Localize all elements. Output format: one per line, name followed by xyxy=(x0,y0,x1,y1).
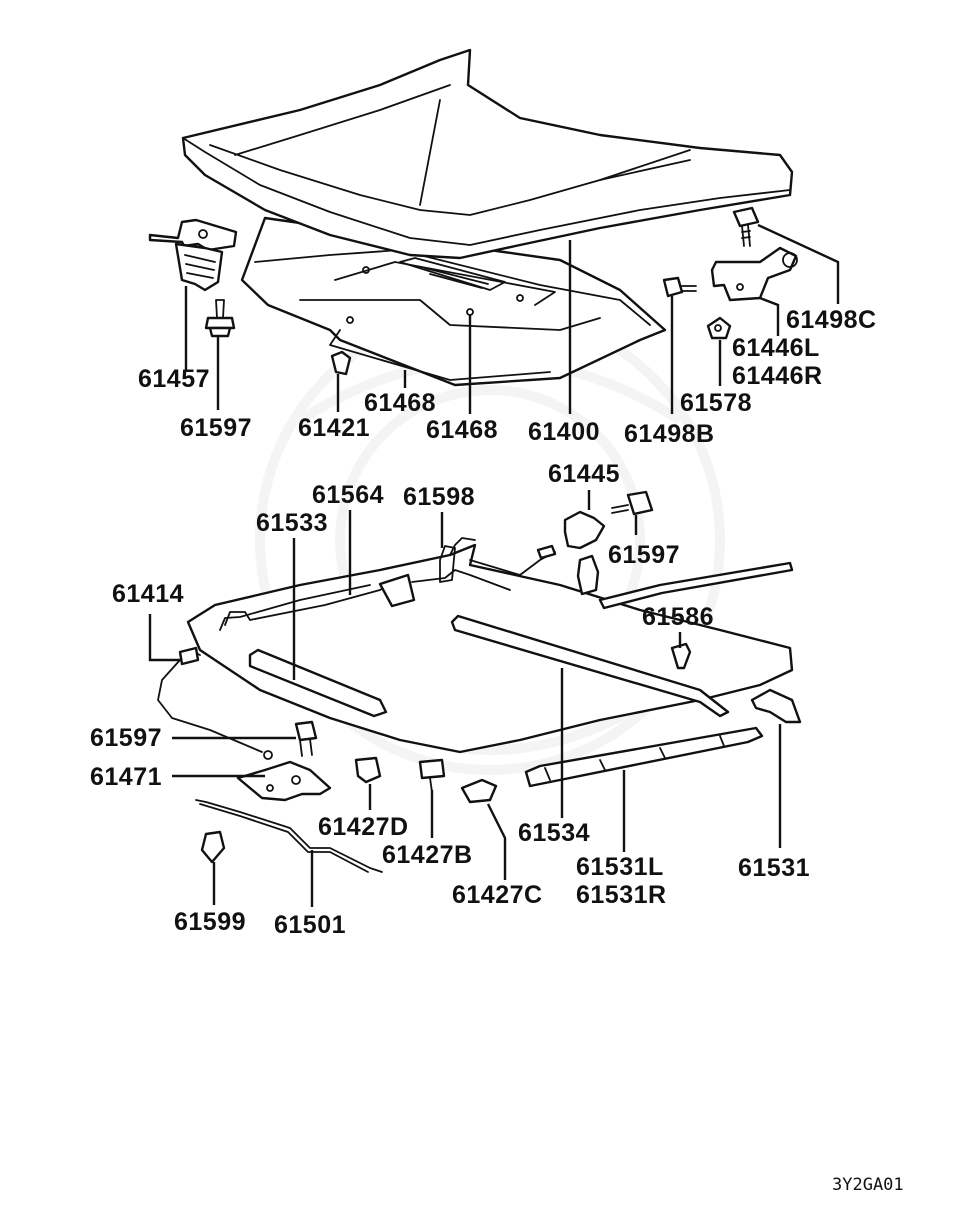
label-61533: 61533 xyxy=(256,509,328,537)
label-61498C: 61498C xyxy=(786,306,877,334)
label-61599: 61599 xyxy=(174,908,246,936)
label-61597-lower: 61597 xyxy=(90,724,162,752)
nut-61498B xyxy=(662,276,697,298)
diagram-code: 3Y2GA01 xyxy=(832,1175,904,1195)
leader-lines xyxy=(148,223,840,907)
hood-panel xyxy=(181,48,794,260)
bolt-61498C xyxy=(732,206,760,247)
clip-61599 xyxy=(200,830,226,864)
bumper-61427B xyxy=(418,758,446,793)
bolt-61597-upper xyxy=(204,299,236,338)
clip-61421 xyxy=(330,350,352,376)
label-61498B: 61498B xyxy=(624,420,715,448)
label-61446R: 61446R xyxy=(732,362,823,390)
label-61427C: 61427C xyxy=(452,881,543,909)
seal-61531 xyxy=(750,688,802,724)
cable-61564 xyxy=(219,544,557,631)
hood-insulator xyxy=(240,216,667,387)
rod-61586-area xyxy=(598,561,794,670)
label-61597-mid: 61597 xyxy=(608,541,680,569)
release-lever-61471 xyxy=(236,760,332,802)
hood-lock-assembly xyxy=(148,218,238,292)
label-61421: 61421 xyxy=(298,414,370,442)
label-61531L: 61531L xyxy=(576,853,664,881)
latch-61445 xyxy=(563,510,606,596)
clip-61427C xyxy=(460,778,498,804)
rod-61501 xyxy=(195,799,383,873)
label-61501: 61501 xyxy=(274,911,346,939)
seal-61531LR xyxy=(524,726,764,788)
label-61598: 61598 xyxy=(403,483,475,511)
hood-lower-panel xyxy=(186,537,794,754)
cable-61414 xyxy=(157,646,273,760)
label-61427B: 61427B xyxy=(382,841,473,869)
nut-61578 xyxy=(706,316,732,340)
label-61578: 61578 xyxy=(680,389,752,417)
weatherstrip-61533 xyxy=(248,648,388,718)
label-61445: 61445 xyxy=(548,460,620,488)
clamp-61598 xyxy=(439,545,456,583)
label-61468-lower: 61468 xyxy=(426,416,498,444)
label-61414: 61414 xyxy=(112,580,184,608)
hinge-61446 xyxy=(710,246,798,302)
label-61468-upper: 61468 xyxy=(364,389,436,417)
label-61531R: 61531R xyxy=(576,881,667,909)
weatherstrip-61534 xyxy=(450,614,730,718)
label-61597-upper: 61597 xyxy=(180,414,252,442)
label-61446L: 61446L xyxy=(732,334,820,362)
label-61427D: 61427D xyxy=(318,813,409,841)
label-61400: 61400 xyxy=(528,418,600,446)
label-61564: 61564 xyxy=(312,481,384,509)
part-labels: 61457 61597 61421 61468 61468 61400 6149… xyxy=(90,306,904,1195)
label-61471: 61471 xyxy=(90,763,162,791)
label-61531: 61531 xyxy=(738,854,810,882)
bolt-61597-lower xyxy=(294,720,318,757)
bumper-61427D xyxy=(354,756,382,784)
label-61457: 61457 xyxy=(138,365,210,393)
bolt-61597-mid xyxy=(611,490,654,516)
label-61586: 61586 xyxy=(642,603,714,631)
label-61534: 61534 xyxy=(518,819,590,847)
